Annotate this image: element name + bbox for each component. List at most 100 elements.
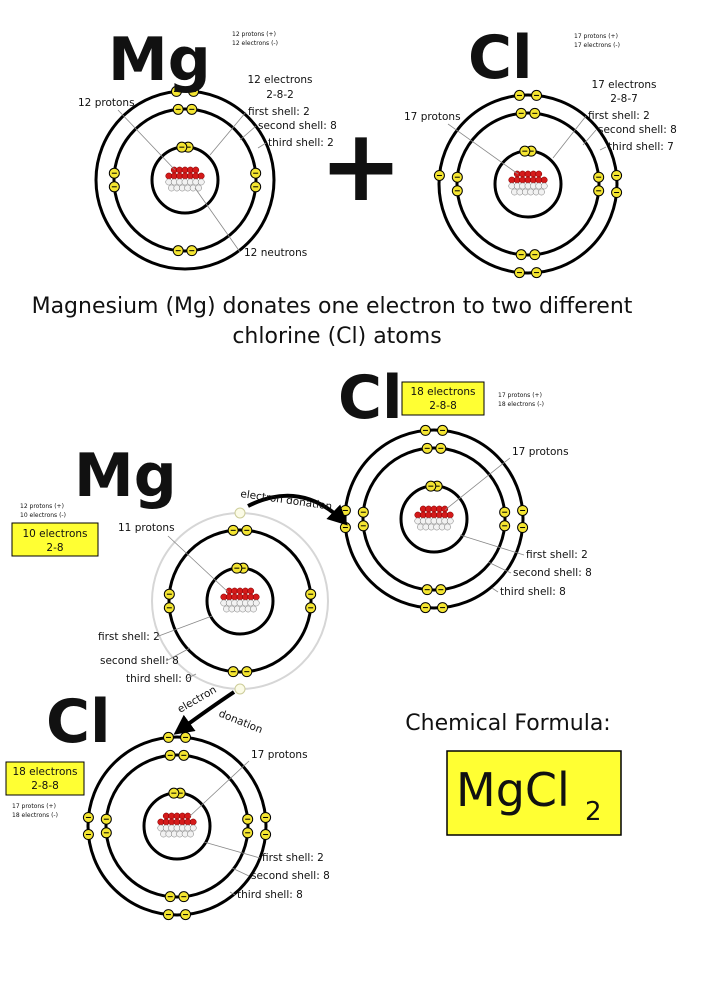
mg-ion-protons-label: 11 protons: [118, 522, 175, 534]
mg-electrons-note: 12 electrons (-): [232, 40, 278, 47]
cl-right-protons-note: 17 protons (+): [498, 392, 542, 399]
cl-right-electron-count: 18 electrons: [410, 386, 475, 398]
mg-third-leader: [257, 142, 267, 149]
mg-ion-nucleus: [220, 587, 260, 613]
proton: [535, 170, 543, 178]
plus-sign: +: [319, 107, 403, 224]
cl-first-leader: [552, 115, 587, 159]
mg-symbol: Mg: [108, 25, 211, 95]
cl-left-electrons-note: 18 electrons (-): [12, 812, 58, 819]
cl-right-first-leader: [459, 534, 525, 556]
cl-nucleus: [508, 170, 548, 196]
cl-left-protons-leader: [189, 760, 250, 817]
mg-vacated-electron-bottom: [234, 683, 246, 695]
mg-ion-third-shell: third shell: 0: [126, 673, 192, 685]
cl-right-protons-leader: [444, 457, 511, 511]
mg-ion-config: 2-8: [46, 542, 63, 554]
mg-third-shell: third shell: 2: [268, 137, 334, 149]
cl-right-protons-label: 17 protons: [512, 446, 569, 458]
cl-left-electron-box: [5, 761, 85, 796]
neutron: [189, 824, 197, 832]
mg-neutrons-label: 12 neutrons: [244, 247, 307, 259]
cl-right-symbol: Cl: [338, 363, 403, 433]
cl-left-second-leader: [231, 867, 250, 877]
cl-left-third-shell: third shell: 8: [237, 889, 303, 901]
cl-second-shell: second shell: 8: [598, 124, 677, 136]
cl-right-config: 2-8-8: [429, 400, 457, 412]
neutron: [187, 830, 194, 838]
proton: [184, 812, 192, 820]
cl-left-third-leader: [229, 891, 236, 896]
cl-left-electron-count: 18 electrons: [12, 766, 77, 778]
mg-ion-first-leader: [155, 615, 213, 638]
cl-left-symbol: Cl: [46, 687, 111, 757]
donation-label-left-2: donation: [217, 708, 264, 736]
caption-line-1: Magnesium (Mg) donates one electron to t…: [32, 294, 633, 319]
mg-ion: [151, 507, 329, 695]
mg-neutral-atom: [94, 85, 276, 271]
neutron: [250, 605, 257, 613]
cl-electron-count: 17 electrons: [591, 79, 656, 91]
electron-shell: [104, 753, 250, 899]
donation-arrow-left: [173, 690, 236, 735]
cl-right-second-leader: [487, 561, 512, 574]
cl-left-first-shell: first shell: 2: [262, 852, 324, 864]
electron-shell: [94, 89, 276, 271]
mg-ion-electron-count: 10 electrons: [22, 528, 87, 540]
donation-arrow-right: [247, 493, 348, 526]
cl-left-first-leader: [203, 841, 261, 859]
cl-config: 2-8-7: [610, 93, 638, 105]
caption-line-2: chlorine (Cl) atoms: [232, 324, 441, 349]
cl-right-first-shell: first shell: 2: [526, 549, 588, 561]
cl-left-shells: [82, 731, 272, 921]
proton: [247, 587, 255, 595]
formula-subscript: 2: [585, 797, 602, 827]
formula-title: Chemical Formula:: [405, 711, 610, 736]
cl-left-ion: [82, 731, 272, 921]
mg-protons-label: 12 protons: [78, 97, 135, 109]
mg-vacated-electron-top: [234, 507, 246, 519]
mg-first-shell: first shell: 2: [248, 106, 310, 118]
mg-neutrons-leader: [194, 187, 241, 253]
electron-shell: [112, 107, 258, 253]
cl-electrons-note: 17 electrons (-): [574, 42, 620, 49]
cl-right-electrons-note: 18 electrons (-): [498, 401, 544, 408]
cl-left-protons-note: 17 protons (+): [12, 803, 56, 810]
mg-nucleus: [165, 166, 205, 192]
cl-third-leader: [599, 146, 607, 151]
mg-ion-electron-box: [11, 522, 99, 557]
mg-ion-shells: [163, 524, 317, 678]
electron-shell: [455, 111, 601, 257]
cl-right-ion: [339, 424, 529, 614]
donation-label-left-1: electron: [176, 684, 219, 716]
electron-shell: [361, 446, 507, 592]
cl-right-nucleus: [414, 505, 454, 531]
cl-left-second-shell: second shell: 8: [251, 870, 330, 882]
neutron: [252, 599, 260, 607]
cl-left-config: 2-8-8: [31, 780, 59, 792]
mg-ion-protons-leader: [167, 535, 229, 593]
mg-protons-leader: [117, 109, 176, 171]
cl-left-protons-label: 17 protons: [251, 749, 308, 761]
cl-symbol: Cl: [468, 23, 533, 93]
neutron: [538, 188, 545, 196]
proton: [441, 505, 449, 513]
cl-second-leader: [582, 129, 597, 146]
mg-ion-electrons-note: 10 electrons (-): [20, 512, 66, 519]
cl-third-shell: third shell: 7: [608, 141, 674, 153]
proton: [540, 176, 548, 184]
cl-protons-note: 17 protons (+): [574, 33, 618, 40]
mg-second-leader: [239, 125, 257, 141]
cl-neutral-atom: [433, 89, 623, 279]
cl-first-shell: first shell: 2: [588, 110, 650, 122]
mg-ion-first-shell: first shell: 2: [98, 631, 160, 643]
neutron: [444, 523, 451, 531]
electron-shell: [437, 93, 619, 275]
mg-ion-symbol: Mg: [74, 441, 177, 511]
proton: [252, 593, 260, 601]
cl-right-third-shell: third shell: 8: [500, 586, 566, 598]
formula-box: [446, 750, 622, 836]
mg-shells: [94, 85, 276, 271]
mg-ion-second-leader: [165, 647, 191, 662]
